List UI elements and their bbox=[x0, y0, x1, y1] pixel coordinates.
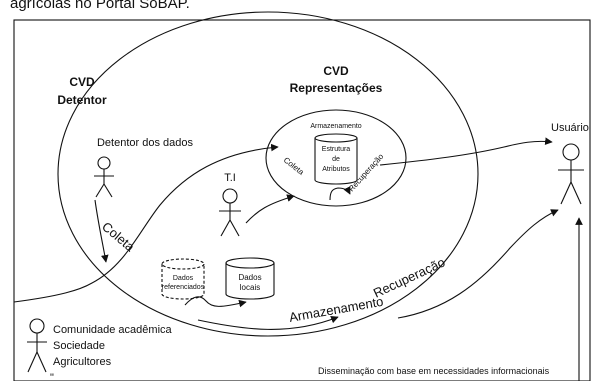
recuperacao-inner-label: Recuperação bbox=[347, 152, 386, 194]
community-line-2: Sociedade bbox=[53, 340, 105, 352]
community-person-icon bbox=[27, 318, 47, 373]
cvd-representacoes-label-2: Representações bbox=[290, 81, 383, 95]
coleta-arrow bbox=[94, 199, 109, 263]
coleta-inner-label: Coleta bbox=[282, 155, 306, 177]
cvd-detentor-ellipse bbox=[57, 11, 479, 337]
detentor-label: Detentor dos dados bbox=[97, 137, 194, 149]
dados-locais-line-2: locais bbox=[240, 283, 260, 292]
coleta-main-label: Coleta bbox=[99, 219, 138, 255]
cvd-representacoes-label-1: CVD bbox=[323, 64, 349, 78]
ti-person-icon bbox=[219, 188, 241, 237]
outer-frame bbox=[13, 19, 591, 381]
estrutura-atributos-cylinder: Estrutura de Atributos bbox=[314, 133, 358, 185]
community-line-3: Agricultores bbox=[53, 356, 112, 368]
estrutura-line-3: Atributos bbox=[322, 166, 350, 173]
dissemination-note: Disseminação com base em necessidades in… bbox=[318, 366, 550, 376]
dados-ref-line-2: referenciados bbox=[162, 284, 205, 291]
dados-locais-cylinder: Dados locais bbox=[225, 257, 275, 300]
estrutura-line-1: Estrutura bbox=[322, 146, 351, 153]
recuperacao-to-user-arrow bbox=[379, 137, 553, 166]
cvd-detentor-label-1: CVD bbox=[69, 75, 95, 89]
inner-loop-arrow bbox=[329, 186, 351, 201]
to-cylinders-arrow bbox=[184, 296, 247, 308]
ti-arrow bbox=[245, 194, 295, 224]
cvd-representacoes-ellipse bbox=[265, 109, 407, 207]
recuperacao-outer-arrow bbox=[397, 209, 559, 319]
dados-referenciados-cylinder: Dados referenciados bbox=[161, 258, 205, 300]
usuario-label: Usuário bbox=[551, 122, 589, 134]
header-fragment: agrícolas no Portal SoBAP. bbox=[10, 0, 190, 12]
armazenamento-label: Armazenamento bbox=[288, 294, 385, 325]
community-cut-glyph: " bbox=[50, 372, 54, 381]
ti-label: T.I bbox=[224, 172, 236, 184]
armazenamento-title: Armazenamento bbox=[310, 123, 361, 130]
detentor-person-icon bbox=[94, 156, 114, 198]
estrutura-line-2: de bbox=[332, 156, 340, 163]
dados-ref-line-1: Dados bbox=[173, 275, 194, 282]
cvd-detentor-label-2: Detentor bbox=[57, 93, 107, 107]
community-line-1: Comunidade acadêmica bbox=[53, 324, 173, 336]
usuario-person-icon bbox=[558, 143, 584, 205]
dados-locais-line-1: Dados bbox=[238, 273, 261, 282]
armazenamento-arrow bbox=[197, 315, 339, 330]
main-flow-arrow bbox=[13, 143, 279, 303]
